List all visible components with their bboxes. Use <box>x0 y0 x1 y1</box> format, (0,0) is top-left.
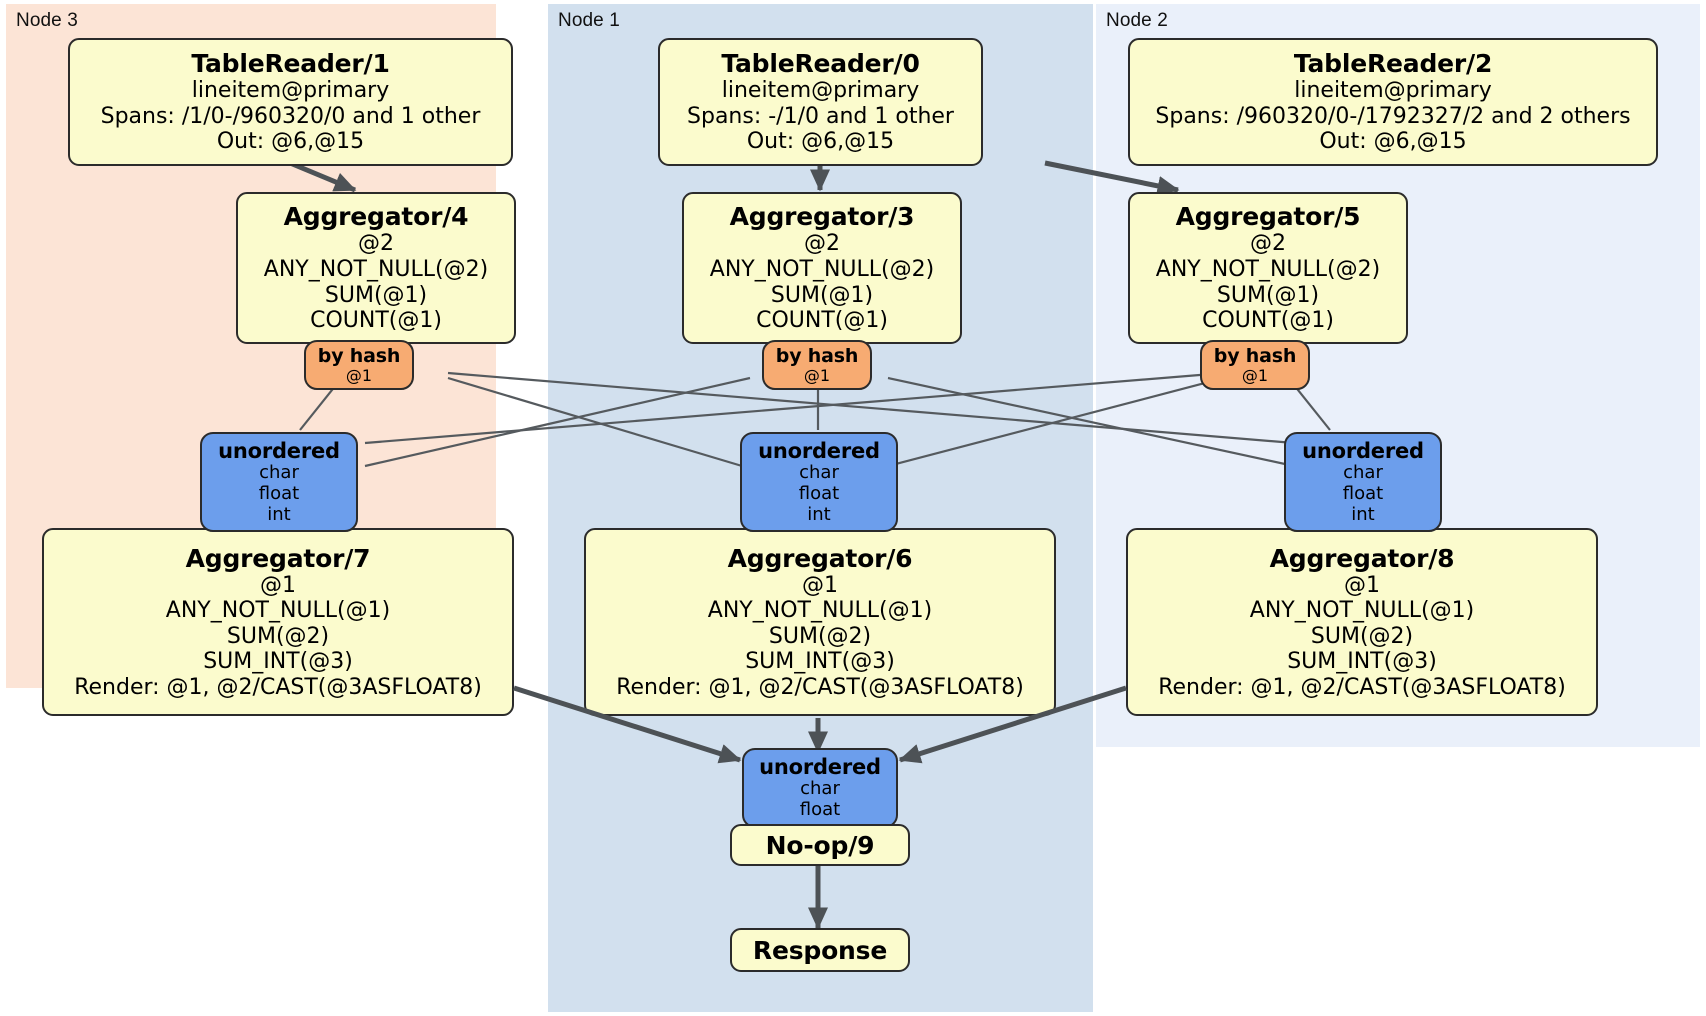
aggregator-7-agg-2: SUM_INT(@3) <box>203 649 353 675</box>
noop-9-box[interactable]: No-op/9 <box>730 824 910 866</box>
aggregator-3-agg-1: SUM(@1) <box>770 282 874 308</box>
aggregator-5-agg-0: ANY_NOT_NULL(@2) <box>1155 256 1381 282</box>
aggregator-7-render: Render: @1, @2/CAST(@3ASFLOAT8) <box>74 674 482 700</box>
aggregator-3-box[interactable]: Aggregator/3 @2 ANY_NOT_NULL(@2) SUM(@1)… <box>682 192 962 344</box>
aggregator-8-agg-2: SUM_INT(@3) <box>1287 649 1437 675</box>
aggregator-4-box[interactable]: Aggregator/4 @2 ANY_NOT_NULL(@2) SUM(@1)… <box>236 192 516 344</box>
table-reader-1-box[interactable]: TableReader/1 lineitem@primary Spans: /1… <box>68 38 513 166</box>
unordered-center-type-1: float <box>798 482 840 504</box>
table-reader-0-spans: Spans: -/1/0 and 1 other <box>687 103 954 129</box>
aggregator-4-agg-0: ANY_NOT_NULL(@2) <box>263 256 489 282</box>
by-hash-center-column: @1 <box>803 365 831 385</box>
table-reader-1-spans: Spans: /1/0-/960320/0 and 1 other <box>100 103 481 129</box>
table-reader-1-title: TableReader/1 <box>191 49 390 79</box>
region-node2-label: Node 2 <box>1106 10 1168 31</box>
table-reader-1-table: lineitem@primary <box>191 78 390 104</box>
aggregator-6-agg-0: ANY_NOT_NULL(@1) <box>707 598 933 624</box>
unordered-center-box[interactable]: unordered char float int <box>740 432 898 532</box>
table-reader-2-out: Out: @6,@15 <box>1319 129 1467 155</box>
table-reader-2-box[interactable]: TableReader/2 lineitem@primary Spans: /9… <box>1128 38 1658 166</box>
unordered-final-type-0: char <box>800 778 840 800</box>
table-reader-0-title: TableReader/0 <box>721 49 920 79</box>
table-reader-0-out: Out: @6,@15 <box>746 129 895 155</box>
aggregator-7-box[interactable]: Aggregator/7 @1 ANY_NOT_NULL(@1) SUM(@2)… <box>42 528 514 716</box>
aggregator-4-agg-1: SUM(@1) <box>324 282 428 308</box>
unordered-left-title: unordered <box>218 438 340 463</box>
unordered-left-type-1: float <box>258 482 300 504</box>
table-reader-2-title: TableReader/2 <box>1293 49 1493 79</box>
unordered-right-type-1: float <box>1342 482 1384 504</box>
aggregator-7-agg-0: ANY_NOT_NULL(@1) <box>165 598 391 624</box>
aggregator-5-group: @2 <box>1250 231 1286 257</box>
aggregator-6-box[interactable]: Aggregator/6 @1 ANY_NOT_NULL(@1) SUM(@2)… <box>584 528 1056 716</box>
aggregator-6-group: @1 <box>802 572 838 598</box>
unordered-left-type-0: char <box>259 461 299 483</box>
unordered-right-type-2: int <box>1351 503 1375 525</box>
aggregator-4-title: Aggregator/4 <box>283 202 469 232</box>
table-reader-0-box[interactable]: TableReader/0 lineitem@primary Spans: -/… <box>658 38 983 166</box>
aggregator-7-title: Aggregator/7 <box>185 543 371 573</box>
by-hash-left-box[interactable]: by hash @1 <box>304 340 414 390</box>
aggregator-8-agg-0: ANY_NOT_NULL(@1) <box>1249 598 1475 624</box>
unordered-final-title: unordered <box>759 754 881 779</box>
response-box[interactable]: Response <box>730 928 910 972</box>
aggregator-8-agg-1: SUM(@2) <box>1310 623 1414 649</box>
unordered-center-title: unordered <box>758 438 880 463</box>
aggregator-8-title: Aggregator/8 <box>1269 543 1455 573</box>
aggregator-6-title: Aggregator/6 <box>727 543 913 573</box>
aggregator-8-group: @1 <box>1344 572 1380 598</box>
table-reader-2-spans: Spans: /960320/0-/1792327/2 and 2 others <box>1155 103 1631 129</box>
aggregator-3-group: @2 <box>804 231 840 257</box>
unordered-right-type-0: char <box>1343 461 1383 483</box>
by-hash-right-box[interactable]: by hash @1 <box>1200 340 1310 390</box>
aggregator-6-render: Render: @1, @2/CAST(@3ASFLOAT8) <box>616 674 1024 700</box>
table-reader-2-table: lineitem@primary <box>1294 78 1492 104</box>
unordered-left-type-2: int <box>267 503 291 525</box>
aggregator-5-agg-1: SUM(@1) <box>1216 282 1320 308</box>
unordered-center-type-0: char <box>799 461 839 483</box>
aggregator-5-title: Aggregator/5 <box>1175 202 1361 232</box>
by-hash-center-title: by hash <box>775 344 859 367</box>
aggregator-3-agg-0: ANY_NOT_NULL(@2) <box>709 256 935 282</box>
unordered-left-box[interactable]: unordered char float int <box>200 432 358 532</box>
aggregator-3-agg-2: COUNT(@1) <box>756 308 888 334</box>
unordered-final-type-1: float <box>799 799 841 821</box>
aggregator-5-box[interactable]: Aggregator/5 @2 ANY_NOT_NULL(@2) SUM(@1)… <box>1128 192 1408 344</box>
aggregator-4-agg-2: COUNT(@1) <box>310 308 442 334</box>
unordered-right-title: unordered <box>1302 438 1424 463</box>
noop-9-title: No-op/9 <box>765 830 875 860</box>
unordered-center-type-2: int <box>807 503 831 525</box>
aggregator-7-agg-1: SUM(@2) <box>226 623 330 649</box>
by-hash-center-box[interactable]: by hash @1 <box>762 340 872 390</box>
by-hash-right-column: @1 <box>1241 365 1269 385</box>
response-title: Response <box>752 935 888 965</box>
aggregator-5-agg-2: COUNT(@1) <box>1202 308 1334 334</box>
by-hash-left-column: @1 <box>345 365 373 385</box>
aggregator-6-agg-2: SUM_INT(@3) <box>745 649 895 675</box>
unordered-final-box[interactable]: unordered char float <box>742 748 898 828</box>
by-hash-left-title: by hash <box>317 344 401 367</box>
aggregator-6-agg-1: SUM(@2) <box>768 623 872 649</box>
aggregator-8-box[interactable]: Aggregator/8 @1 ANY_NOT_NULL(@1) SUM(@2)… <box>1126 528 1598 716</box>
unordered-right-box[interactable]: unordered char float int <box>1284 432 1442 532</box>
region-node1-label: Node 1 <box>558 10 620 31</box>
aggregator-3-title: Aggregator/3 <box>729 202 915 232</box>
aggregator-7-group: @1 <box>260 572 296 598</box>
region-node3-label: Node 3 <box>16 10 78 31</box>
aggregator-8-render: Render: @1, @2/CAST(@3ASFLOAT8) <box>1158 674 1566 700</box>
aggregator-4-group: @2 <box>358 231 394 257</box>
by-hash-right-title: by hash <box>1213 344 1297 367</box>
table-reader-1-out: Out: @6,@15 <box>216 129 365 155</box>
table-reader-0-table: lineitem@primary <box>721 78 920 104</box>
